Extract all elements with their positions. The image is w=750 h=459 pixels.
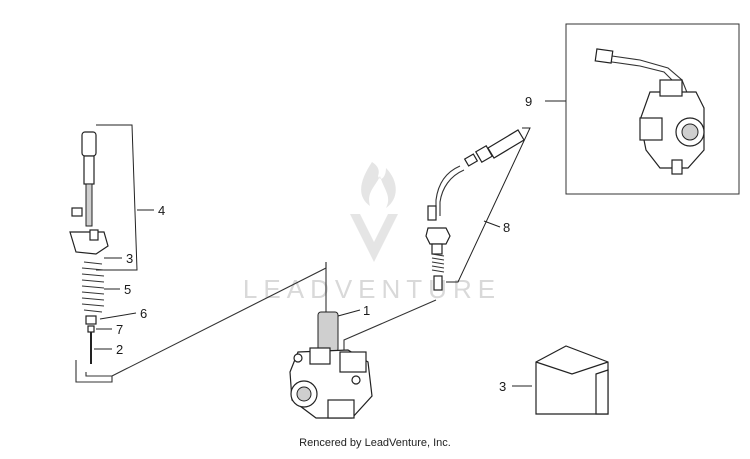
- guide-line-left-inner: [85, 372, 112, 377]
- guide-line-right: [343, 299, 437, 352]
- leader-6: [99, 312, 137, 320]
- leader-1: [337, 309, 361, 317]
- leadventure-watermark: LEADVENTURE: [243, 162, 501, 304]
- choke-cable-assembly: [425, 129, 525, 291]
- callout-7: 7: [116, 322, 123, 337]
- flame-logo-icon: [350, 162, 398, 262]
- throttle-slide-stack: [69, 131, 109, 364]
- callout-4: 4: [158, 203, 165, 218]
- carburetor-body: [289, 311, 373, 419]
- callout-5: 5: [124, 282, 131, 297]
- callout-6: 6: [140, 306, 147, 321]
- parts-bag: [535, 345, 609, 415]
- watermark-brand-text: LEADVENTURE: [243, 274, 501, 304]
- callout-8: 8: [503, 220, 510, 235]
- callout-9: 9: [525, 94, 532, 109]
- footer-credit: Rencered by LeadVenture, Inc.: [299, 437, 451, 449]
- bracket-4: [96, 124, 138, 271]
- leader-8: [483, 220, 501, 228]
- carburetor-assembly-inset: [594, 48, 705, 175]
- callout-3a: 3: [126, 251, 133, 266]
- callout-1: 1: [363, 303, 370, 318]
- callout-3b: 3: [499, 379, 506, 394]
- bracket-8: [446, 127, 531, 283]
- callout-2: 2: [116, 342, 123, 357]
- inset-box: [565, 23, 740, 195]
